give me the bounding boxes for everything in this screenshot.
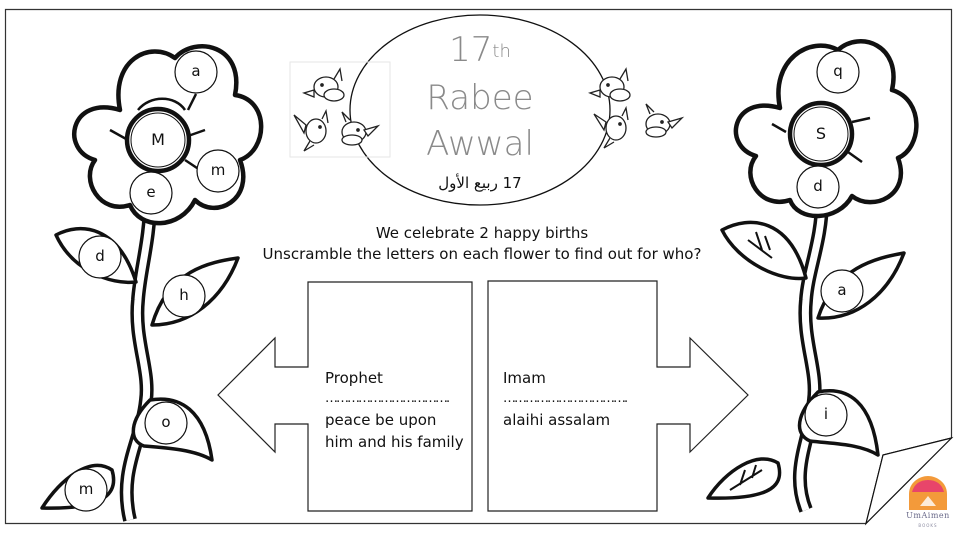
letter-circle: [796, 165, 840, 209]
left-flower-letter: e: [146, 183, 156, 201]
left-box-answer-blank[interactable]: …………………………….: [325, 391, 450, 406]
bird-icon: [593, 105, 629, 149]
letter-circle: [130, 112, 186, 168]
bird-icon: [302, 67, 345, 102]
ordinal-number: 17: [449, 30, 493, 70]
left-flower-letter: m: [78, 480, 94, 498]
left-flower-letter: a: [191, 62, 201, 80]
left-flower-letter: h: [179, 286, 189, 304]
logo-subtitle: BOOKS: [918, 523, 938, 528]
left-arrow-box: [217, 281, 473, 512]
letter-circle: [196, 149, 240, 193]
right-flower-letter-circles: [787, 50, 864, 437]
ordinal-suffix: th: [492, 41, 511, 62]
letter-circle: [64, 468, 108, 512]
letter-circle: [129, 171, 173, 215]
right-box-title: Imam: [503, 369, 546, 387]
umaimen-logo: [909, 476, 947, 510]
right-flower-letter: d: [813, 177, 823, 195]
left-flower-letter: o: [161, 413, 171, 431]
letter-circle: [816, 50, 860, 94]
left-flower-center-letter: M: [151, 130, 165, 149]
title-month-line2: Awwal: [426, 124, 534, 164]
left-flower-letter-circles: [64, 50, 240, 512]
letter-circle: [174, 50, 218, 94]
bird-icon: [293, 108, 329, 152]
instruction-line-1: We celebrate 2 happy births: [375, 224, 589, 242]
title-ellipse: [349, 14, 611, 206]
right-flower-center-letter: S: [815, 124, 827, 143]
left-box-line2: him and his family: [325, 433, 464, 451]
letter-circle: [820, 269, 864, 313]
left-flower-letter: d: [95, 247, 105, 265]
left-box-line1: peace be upon: [325, 411, 437, 429]
birds-left-illustration: [289, 61, 391, 158]
left-flower-letter: m: [210, 161, 226, 179]
title-month-line1: Rabee: [426, 78, 534, 118]
arabic-date: 17 ربيع الأول: [438, 174, 522, 192]
right-flower-letter: a: [837, 281, 847, 299]
right-box-line1: alaihi assalam: [503, 411, 611, 429]
title-ordinal: 17th: [370, 30, 590, 70]
birds-right-illustration: [588, 67, 685, 149]
right-box-answer-blank[interactable]: …………………………….: [503, 391, 628, 406]
left-box-title: Prophet: [325, 369, 383, 387]
bird-icon: [341, 111, 381, 146]
right-arrow-box: [487, 280, 749, 512]
page-curl: [864, 436, 954, 526]
logo-name: UmAimen: [906, 511, 950, 520]
right-flower-letter: q: [833, 62, 843, 80]
right-flower-letter: i: [823, 405, 829, 423]
bird-icon: [588, 67, 631, 102]
bird-icon: [645, 103, 685, 138]
letter-circle: [144, 401, 188, 445]
instruction-line-2: Unscramble the letters on each flower to…: [262, 245, 702, 263]
letter-circle: [804, 393, 848, 437]
letter-circle: [793, 106, 849, 162]
letter-circle: [78, 235, 122, 279]
letter-circle: [162, 274, 206, 318]
